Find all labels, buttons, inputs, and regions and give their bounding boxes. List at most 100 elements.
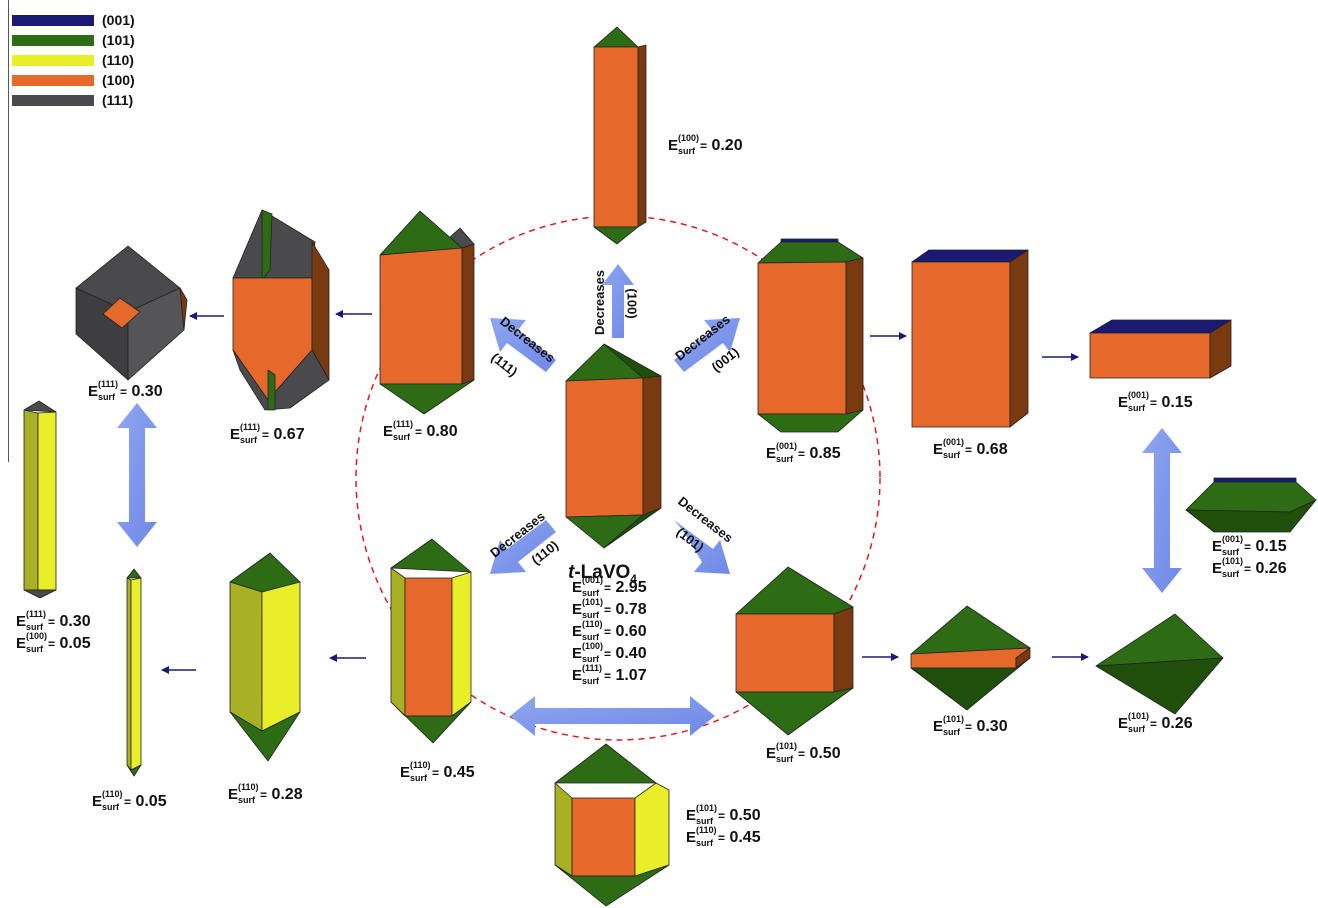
energy-symbol: E(101)surf [1212, 557, 1243, 579]
energy-subscript: surf [26, 622, 44, 632]
energy-letter: E [1212, 538, 1223, 555]
energy-letter: E [92, 793, 103, 810]
energy-subscript: surf [776, 454, 794, 464]
energy-plane: (001) [776, 441, 798, 451]
energy-equals: = 0.28 [260, 787, 303, 803]
energy-plane: (110) [238, 782, 259, 792]
equals-sign: = [798, 747, 806, 761]
block-arrows [117, 264, 1182, 736]
energy-letter: E [16, 635, 27, 652]
energy-letter: E [1118, 715, 1129, 732]
energy-plane: (101) [776, 741, 798, 751]
equals-sign: = [1150, 717, 1158, 731]
crystal-right-2 [911, 249, 1029, 428]
energy-plane: (100) [582, 641, 604, 651]
energy-plane: (101) [1128, 711, 1150, 721]
energy-line: E(101) surf = 0.26 [1118, 712, 1193, 738]
energy-equals: = 0.45 [718, 830, 761, 846]
crystal-octahedron [1095, 613, 1224, 715]
equals-sign: = [48, 615, 56, 629]
legend: (001) (101) (110) (100) (111) [12, 10, 135, 110]
energy-line: E(100)surf= 0.40 [572, 642, 647, 668]
energy-plane: (110) [582, 619, 603, 629]
energy-value: 0.26 [1251, 560, 1287, 577]
energy-plane: (111) [26, 609, 47, 619]
energy-letter: E [16, 613, 27, 630]
energy-label-bl3: E(110) surf = 0.05 [92, 790, 167, 816]
energy-line: E(101)surf= 0.50 [686, 804, 761, 830]
energy-letter: E [933, 718, 944, 735]
energy-symbol: E(110)surf [228, 783, 259, 805]
energy-symbol: E(111)surf [88, 380, 118, 402]
legend-swatch [12, 94, 94, 106]
crystal-left-1 [379, 210, 475, 415]
energy-symbol: E(111)surf [230, 423, 260, 445]
equals-sign: = [604, 603, 612, 617]
energy-plane: (110) [102, 789, 123, 799]
energy-subscript: surf [1128, 724, 1146, 734]
legend-swatch [12, 14, 94, 26]
energy-value: 0.20 [707, 137, 743, 154]
energy-equals: = 0.05 [124, 794, 167, 810]
crystal-top [593, 26, 647, 245]
legend-label: (001) [102, 12, 135, 28]
energy-value: 0.28 [267, 786, 303, 803]
crystal-bottom-left-3 [126, 568, 142, 777]
energy-letter: E [383, 423, 394, 440]
equals-sign: = [262, 428, 270, 442]
energy-symbol: E(001) surf [766, 442, 797, 464]
energy-symbol: E(111) surf [16, 610, 46, 632]
energy-symbol: E(001)surf [572, 576, 603, 598]
energy-letter: E [766, 445, 777, 462]
energy-equals: = 0.60 [604, 624, 647, 640]
energy-subscript: surf [678, 146, 696, 156]
energy-line: E(100)surf= 0.05 [16, 632, 91, 658]
left-rule [8, 0, 9, 462]
energy-line: E(001)surf= 0.15 [1118, 391, 1193, 417]
energy-label-l2: E(111)surf= 0.67 [230, 423, 305, 449]
energy-value: 0.45 [439, 764, 475, 781]
energy-line: E(001)surf= 0.85 [766, 442, 841, 468]
energy-equals: = 0.78 [604, 602, 647, 618]
equals-sign: = [120, 385, 128, 399]
energy-letter: E [766, 745, 777, 762]
crystal-bottom-left-1 [390, 538, 472, 744]
energy-letter: E [572, 645, 583, 662]
energy-value: 2.95 [611, 579, 647, 596]
arrow-downright [674, 520, 730, 574]
energy-symbol: E(110)surf [686, 826, 717, 848]
energy-line: E(111)surf= 0.30 [88, 380, 163, 406]
energy-equals: = 0.80 [415, 424, 458, 440]
arrow-upleft [490, 318, 556, 372]
energy-letter: E [88, 383, 99, 400]
arrow-downleft [490, 520, 556, 574]
energy-label-bl2: E(110)surf= 0.28 [228, 783, 303, 809]
compound-title: t-LaVO4 [568, 562, 637, 586]
equals-sign: = [604, 581, 612, 595]
energy-plane: (100) [678, 133, 700, 143]
energy-plane: (101) [1222, 556, 1244, 566]
energy-value: 0.80 [422, 423, 458, 440]
energy-subscript: surf [582, 654, 600, 664]
energy-plane: (001) [943, 437, 965, 447]
crystal-center [565, 343, 662, 549]
energy-line: E(001)surf= 2.95 [572, 576, 647, 602]
energy-letter: E [668, 137, 679, 154]
energy-plane: (101) [943, 714, 965, 724]
energy-label-bl1: E(110)surf= 0.45 [400, 761, 475, 787]
energy-plane: (101) [582, 597, 604, 607]
crystal-left-rod [23, 400, 57, 599]
energy-label-br2: E(101)surf= 0.30 [933, 715, 1008, 741]
energy-plane: (101) [696, 803, 718, 813]
energy-line: E(110)surf= 0.45 [686, 826, 761, 852]
energy-subscript: surf [102, 802, 120, 812]
crystal-right-3 [1089, 319, 1232, 379]
energy-value: 0.85 [805, 445, 841, 462]
energy-value: 0.26 [1157, 715, 1193, 732]
equals-sign: = [718, 809, 726, 823]
energy-equals: = 2.95 [604, 580, 647, 596]
